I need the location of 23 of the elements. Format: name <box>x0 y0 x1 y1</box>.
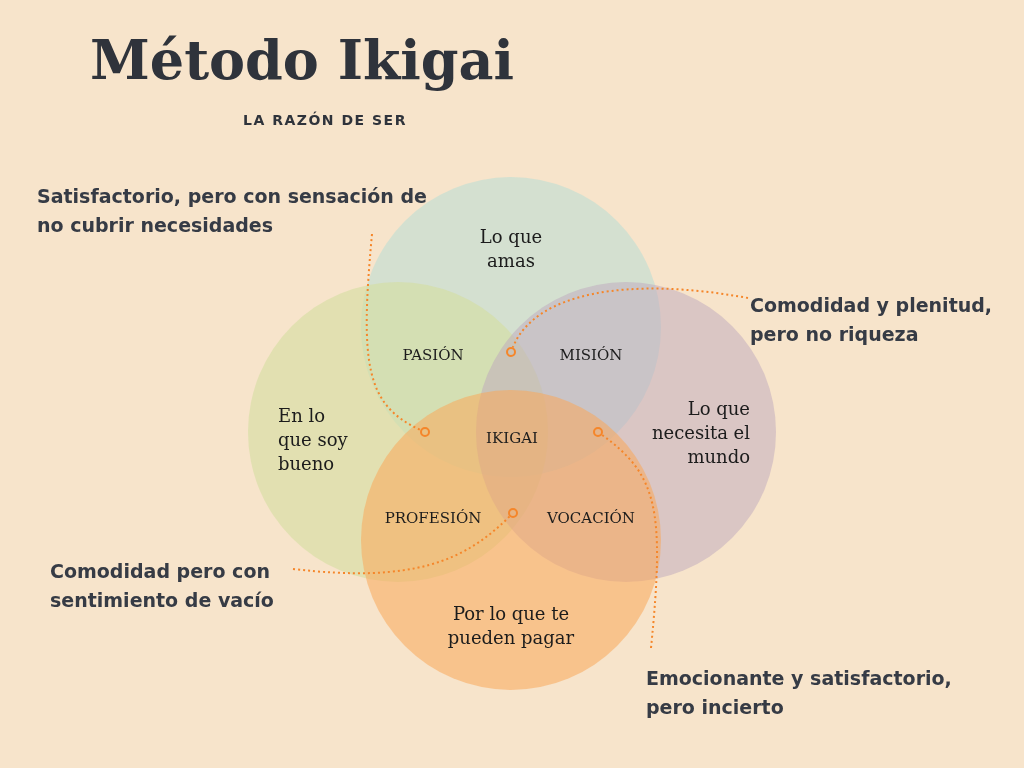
region-label: VOCACIÓN <box>547 509 635 527</box>
callout-text: Comodidad pero con sentimiento de vacío <box>50 557 290 615</box>
circle-label: Por lo que te pueden pagar <box>446 602 576 650</box>
circle-label: Lo que necesita el mundo <box>650 397 750 469</box>
subtitle: LA RAZÓN DE SER <box>243 112 407 128</box>
connector-dot <box>506 347 516 357</box>
circle-label: Lo que amas <box>478 225 544 273</box>
region-label: IKIGAI <box>486 429 538 447</box>
leader-line <box>511 287 749 349</box>
callout-text: Satisfactorio, pero con sensación de no cubrir necesidades <box>37 182 437 240</box>
callout-text: Comodidad y plenitud, pero no riqueza <box>750 291 1010 349</box>
region-label: MISIÓN <box>559 346 623 364</box>
circle-label: En lo que soy bueno <box>278 404 349 476</box>
connector-dot <box>593 427 603 437</box>
leader-line <box>601 433 658 649</box>
leader-line <box>365 233 422 431</box>
connector-dot <box>508 508 518 518</box>
region-label: PASIÓN <box>402 346 464 364</box>
leader-line <box>292 515 511 575</box>
region-label: PROFESIÓN <box>384 509 482 527</box>
connector-dot <box>420 427 430 437</box>
title: Método Ikigai <box>90 28 515 92</box>
callout-text: Emocionante y satisfactorio, pero incierto <box>646 664 976 722</box>
